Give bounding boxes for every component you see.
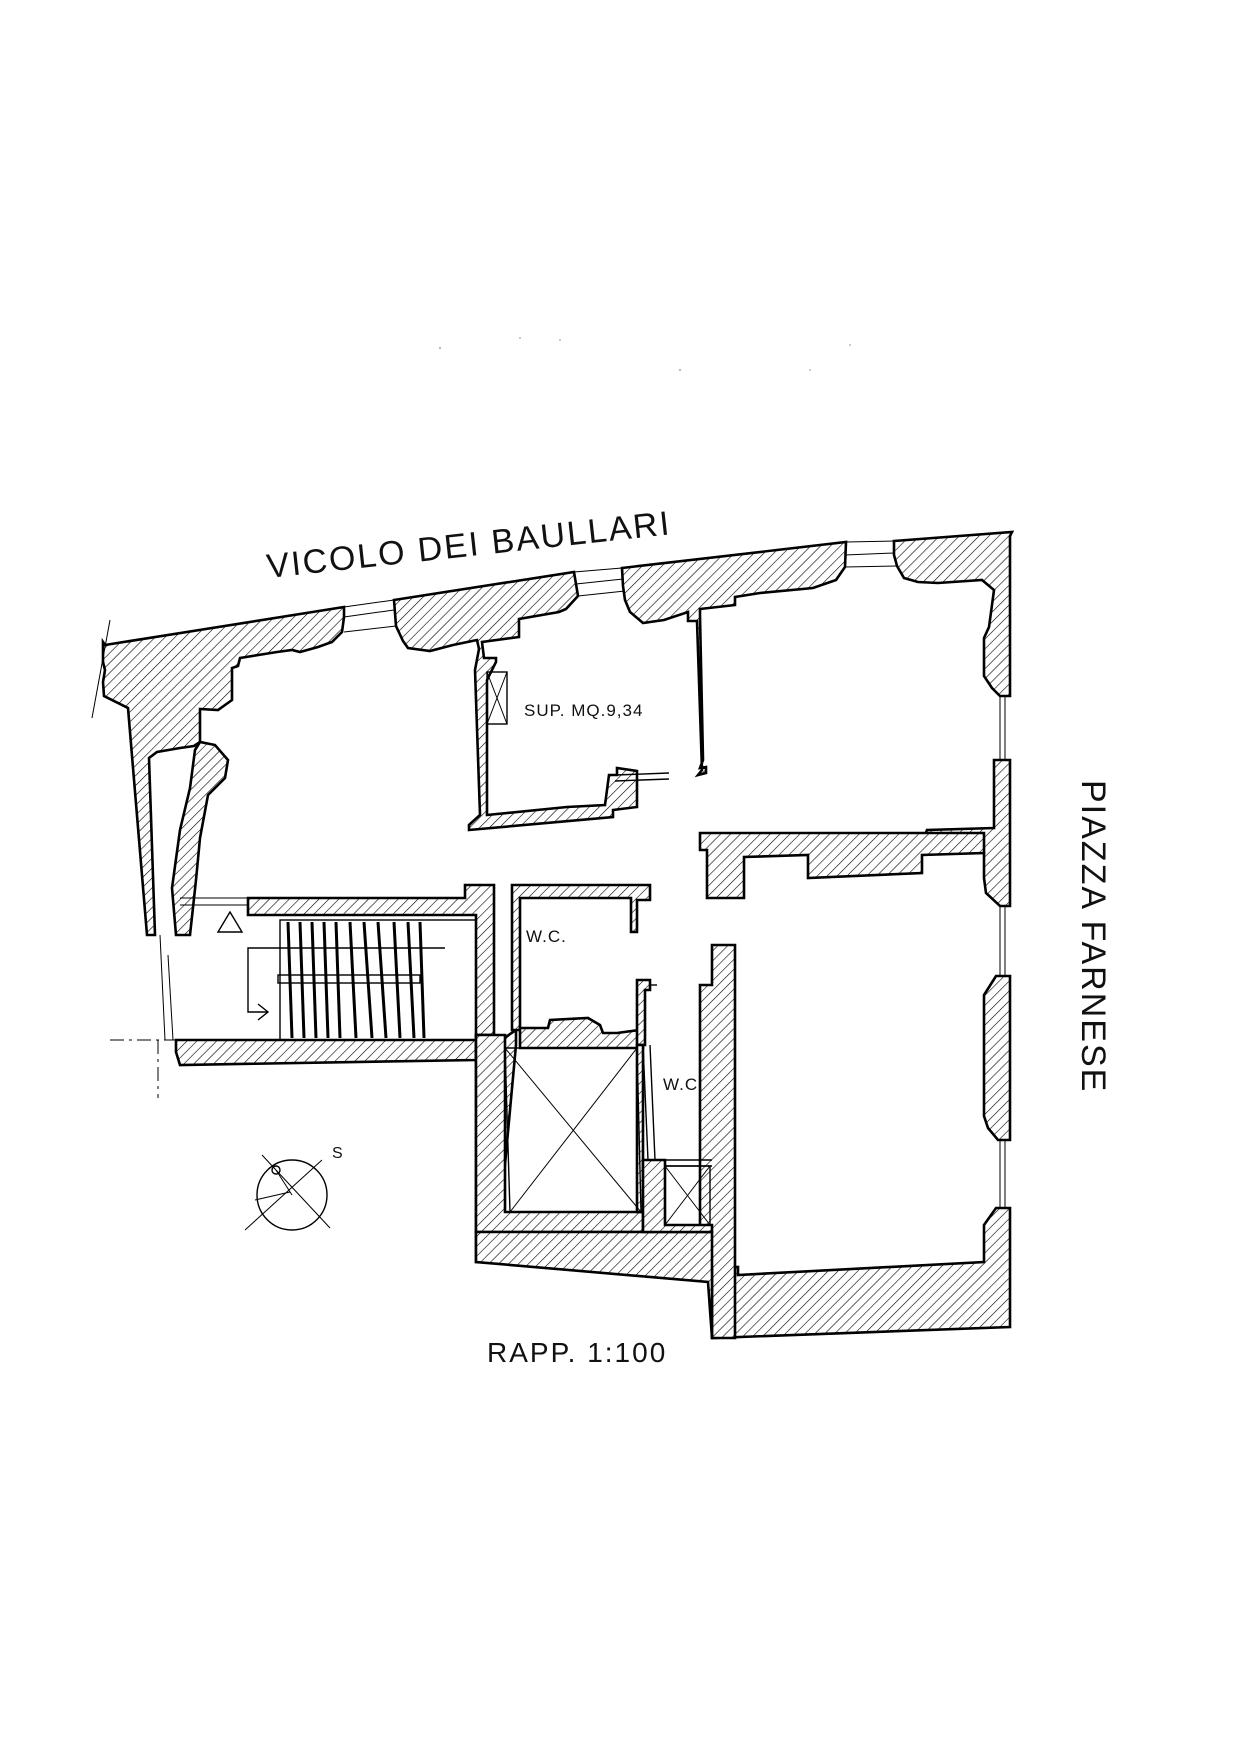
street-label-north: VICOLO DEI BAULLARI <box>265 504 673 586</box>
vent-shaft-wc <box>664 1165 711 1226</box>
wall-segment <box>101 605 346 937</box>
wall-segment <box>708 1206 1012 1340</box>
wc-label-1: W.C. <box>526 927 567 946</box>
compass-rose: S <box>244 1145 343 1231</box>
stair-up-arrow-icon <box>216 910 244 933</box>
window-north-2 <box>573 567 626 597</box>
interior-walls <box>170 740 986 1340</box>
window-north-1 <box>343 599 397 633</box>
east-wall <box>708 696 1012 1340</box>
wall-segment <box>392 570 639 832</box>
wall-segment <box>474 1033 645 1234</box>
wc-label-2: W.C. <box>663 1075 704 1094</box>
wall-segment <box>510 883 652 1032</box>
compass-needle-icon <box>271 1165 281 1175</box>
compass-label: S <box>332 1145 343 1162</box>
wall-segment <box>698 831 986 900</box>
wall-segment <box>982 974 1012 1142</box>
street-label-east: PIAZZA FARNESE <box>1074 780 1112 1093</box>
vent-shaft-small <box>486 671 508 725</box>
window-east-1 <box>999 696 1006 760</box>
wall-segment <box>170 740 230 937</box>
wall-segment <box>474 1230 714 1339</box>
window-east-2 <box>999 906 1006 976</box>
north-wall <box>101 530 1015 937</box>
staircase <box>216 910 477 1041</box>
wall-segment <box>620 540 848 778</box>
wall-segment <box>518 1016 645 1050</box>
window-north-3 <box>844 540 898 568</box>
room-surface-label: SUP. MQ.9,34 <box>524 701 643 720</box>
lift-shaft <box>504 1047 642 1213</box>
window-east-3 <box>999 1140 1006 1208</box>
wall-segment <box>174 1038 478 1067</box>
scale-label: RAPP. 1:100 <box>487 1337 667 1368</box>
wall-segment <box>892 530 1015 698</box>
wall-segment <box>635 978 652 1047</box>
scan-specks <box>438 337 851 372</box>
